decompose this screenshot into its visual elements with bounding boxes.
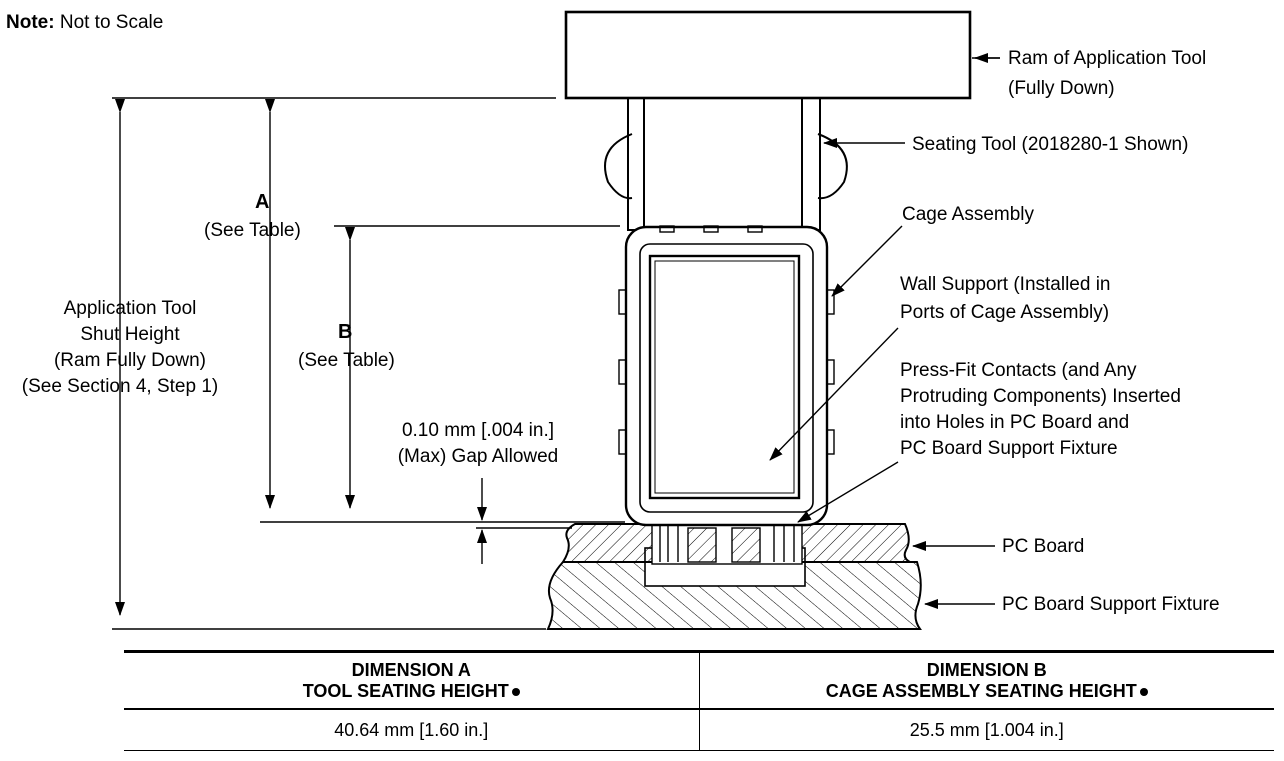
bullet-icon xyxy=(511,687,520,696)
press-fit-label-2: Protruding Components) Inserted xyxy=(900,386,1181,407)
value-dimension-b: 25.5 mm [1.004 in.] xyxy=(909,719,1064,740)
press-fit-contacts xyxy=(651,519,803,565)
shut-height-label-2: Shut Height xyxy=(80,324,180,345)
shut-height-label-4: (See Section 4, Step 1) xyxy=(22,376,218,397)
header-a-line1: DIMENSION A xyxy=(351,659,471,680)
support-fixture xyxy=(546,561,922,630)
value-dimension-a: 40.64 mm [1.60 in.] xyxy=(124,710,700,750)
wall-support-label-2: Ports of Cage Assembly) xyxy=(900,302,1109,323)
gap-label-2: (Max) Gap Allowed xyxy=(398,446,559,467)
header-dimension-a: DIMENSION A TOOL SEATING HEIGHT xyxy=(124,653,700,708)
press-fit-label-3: into Holes in PC Board and xyxy=(900,412,1129,433)
shut-height-label-3: (Ram Fully Down) xyxy=(54,350,206,371)
press-fit-label-4: PC Board Support Fixture xyxy=(900,438,1118,459)
dimension-b-sub: (See Table) xyxy=(298,350,395,371)
table-header-row: DIMENSION A TOOL SEATING HEIGHT DIMENSIO… xyxy=(124,653,1274,710)
seating-height-table: DIMENSION A TOOL SEATING HEIGHT DIMENSIO… xyxy=(124,650,1274,751)
cage-assembly-label: Cage Assembly xyxy=(902,204,1035,225)
gap-label-1: 0.10 mm [.004 in.] xyxy=(402,420,554,441)
header-b-line2: CAGE ASSEMBLY SEATING HEIGHT xyxy=(825,680,1137,701)
dimension-a-sub: (See Table) xyxy=(204,220,301,241)
seating-tool-label: Seating Tool (2018280-1 Shown) xyxy=(912,134,1188,155)
pc-board-support-label: PC Board Support Fixture xyxy=(1002,594,1220,615)
ram-label-1: Ram of Application Tool xyxy=(1008,48,1206,69)
note-text: Not to Scale xyxy=(54,12,164,33)
ram-label-2: (Fully Down) xyxy=(1008,78,1115,99)
cage-leader xyxy=(831,225,903,297)
header-dimension-b: DIMENSION B CAGE ASSEMBLY SEATING HEIGHT xyxy=(700,653,1275,708)
bullet-icon xyxy=(1139,687,1148,696)
header-a-line2: TOOL SEATING HEIGHT xyxy=(302,680,509,701)
wall-support-label-1: Wall Support (Installed in xyxy=(900,274,1111,295)
seating-diagram: Ram of Application Tool (Fully Down) Sea… xyxy=(22,10,1220,630)
header-b-line1: DIMENSION B xyxy=(926,659,1047,680)
shut-height-label-1: Application Tool xyxy=(64,298,197,319)
note-label: Note: xyxy=(6,12,55,33)
press-fit-leader xyxy=(797,461,899,523)
dimension-b-letter: B xyxy=(338,321,352,343)
dimension-a-letter: A xyxy=(255,191,269,213)
press-fit-label-1: Press-Fit Contacts (and Any xyxy=(900,360,1137,381)
cage-assembly xyxy=(618,225,835,527)
table-row: 40.64 mm [1.60 in.] 25.5 mm [1.004 in.] xyxy=(124,710,1274,751)
pc-board-label: PC Board xyxy=(1002,536,1084,557)
seating-tool xyxy=(604,97,848,231)
wall-support-leader xyxy=(769,327,899,461)
ram-block xyxy=(564,10,972,100)
note: Note: Not to Scale xyxy=(6,12,163,34)
